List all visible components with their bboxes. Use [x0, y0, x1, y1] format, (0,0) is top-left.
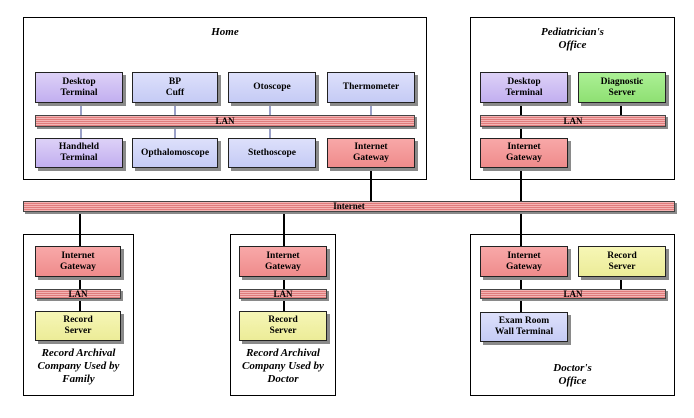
- doctor-archive-gateway-to-lan-connector: [283, 277, 285, 289]
- family-lan-to-server-connector: [79, 299, 81, 311]
- home-opthalomoscope: Opthalomoscope: [132, 138, 218, 168]
- doctor-office-to-internet-connector: [520, 212, 522, 246]
- home-desktop-terminal: Desktop Terminal: [35, 72, 123, 103]
- doctors-office-title: Doctor's Office: [553, 362, 592, 387]
- doctors-office-exam-room-wall-terminal: Exam Room Wall Terminal: [480, 312, 568, 342]
- home-lan-label: LAN: [215, 115, 235, 126]
- doctor-archive-record-server: Record Server: [239, 311, 327, 341]
- doctor-archive-lan-to-server-connector: [283, 299, 285, 311]
- desktop-to-lan-connector: [80, 103, 82, 115]
- family-archive-lan-label: LAN: [68, 288, 88, 299]
- doctors-office-lan: LAN: [480, 289, 666, 299]
- home-title: Home: [211, 26, 239, 38]
- home-handheld-terminal: Handheld Terminal: [35, 138, 123, 168]
- pediatrician-lan: LAN: [480, 115, 666, 127]
- ped-diagnostic-to-lan-connector: [620, 103, 622, 115]
- doctor-archive-internet-gateway: Internet Gateway: [239, 246, 327, 277]
- doctor-gateway-to-lan-connector: [520, 277, 522, 289]
- ped-gateway-to-internet-connector: [520, 166, 522, 202]
- family-archive-lan: LAN: [35, 289, 121, 299]
- pediatrician-diagnostic-server: Diagnostic Server: [578, 72, 666, 103]
- handheld-to-lan-connector: [80, 127, 82, 140]
- doctor-archive-lan: LAN: [239, 289, 327, 299]
- family-archive-internet-gateway: Internet Gateway: [35, 246, 121, 277]
- pediatrician-office-title: Pediatrician's Office: [541, 26, 604, 51]
- ped-lan-to-gateway-connector: [520, 127, 522, 138]
- pediatrician-internet-gateway: Internet Gateway: [480, 138, 568, 168]
- internet-label: Internet: [333, 201, 365, 211]
- family-gateway-to-lan-connector: [79, 277, 81, 289]
- family-archive-to-internet-connector: [79, 212, 81, 246]
- doctors-office-lan-label: LAN: [563, 288, 583, 299]
- doctors-office-internet-gateway: Internet Gateway: [480, 246, 568, 277]
- pediatrician-lan-label: LAN: [563, 115, 583, 126]
- record-archival-family-title: Record Archival Company Used by Family: [37, 347, 120, 385]
- internet-backbone: Internet: [23, 201, 675, 212]
- home-internet-gateway: Internet Gateway: [327, 138, 415, 168]
- home-bp-cuff: BP Cuff: [132, 72, 218, 103]
- ped-desktop-to-lan-connector: [520, 103, 522, 115]
- home-gateway-to-internet-connector: [370, 166, 372, 202]
- family-archive-record-server: Record Server: [35, 311, 121, 341]
- thermometer-to-lan-connector: [370, 103, 372, 115]
- record-archival-doctor-title: Record Archival Company Used by Doctor: [242, 347, 324, 385]
- pediatrician-desktop-terminal: Desktop Terminal: [480, 72, 568, 103]
- home-otoscope: Otoscope: [228, 72, 316, 103]
- doctor-archive-lan-label: LAN: [273, 288, 293, 299]
- doctor-archive-to-internet-connector: [283, 212, 285, 246]
- doctor-lan-to-exam-connector: [520, 299, 522, 312]
- home-stethoscope: Stethoscope: [228, 138, 316, 168]
- doctor-server-to-lan-connector: [620, 277, 622, 289]
- home-lan: LAN: [35, 115, 415, 127]
- home-thermometer: Thermometer: [327, 72, 415, 103]
- doctors-office-record-server: Record Server: [578, 246, 666, 277]
